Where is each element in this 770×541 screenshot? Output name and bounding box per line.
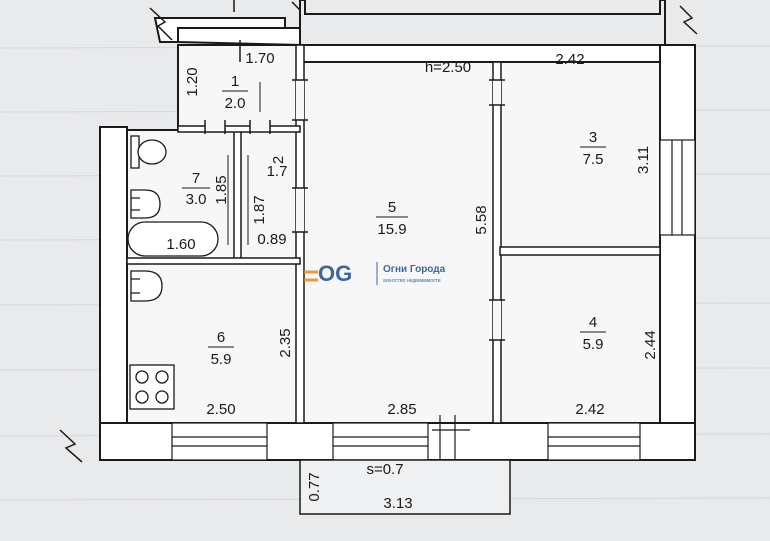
fixtures [127,135,219,410]
balcony [299,459,511,515]
dim-r2-depth: 1.87 [251,195,268,224]
dim-r2-width: 0.89 [257,231,286,248]
dim-balcony-width: 3.13 [383,495,412,512]
dim-r6-depth: 2.35 [277,328,294,357]
dimension-lines [227,82,261,245]
break-marks [59,1,698,463]
dim-r5-depth: 5.58 [473,205,490,234]
dim-r3-depth: 3.11 [635,146,652,174]
room-1-area: 2.0 [225,95,246,112]
room-3-floor [499,61,661,250]
room-4-floor [499,252,661,424]
room-labels: 1 2.0 2 1.7 7 3.0 5 15.9 3 7.5 4 5.9 6 5… [182,73,606,368]
room-5-floor [301,61,496,424]
sink-icon [130,270,163,302]
watermark-tagline: агентство недвижимости [383,278,441,284]
door-marks [204,0,505,341]
room-1-number: 1 [231,73,239,90]
room-5-number: 5 [388,199,396,216]
room-3-number: 3 [589,129,597,146]
room-3-area: 7.5 [583,151,604,168]
room-2-area: 1.7 [267,163,288,180]
dim-r7-height: 1.85 [213,175,230,204]
stove-icon [129,364,175,410]
room-6-area: 5.9 [211,351,232,368]
room-5-area: 15.9 [377,221,406,238]
room-2-number: 2 [270,156,287,164]
dim-r1-depth: 1.20 [184,67,201,96]
room-7-number: 7 [192,170,200,187]
room-7-area: 3.0 [186,191,207,208]
windows [171,139,696,461]
watermark-logo: OG [318,261,352,286]
dimension-labels: h=2.50 1.70 1.20 1.87 0.89 1.85 1.60 2.4… [166,50,659,512]
ceiling-height-label: h=2.50 [425,59,471,76]
watermark-name: Огни Города [383,264,446,275]
dim-r4-width: 2.42 [575,401,604,418]
room-4-area: 5.9 [583,336,604,353]
partition-walls [126,44,661,424]
dim-r7-width: 1.60 [166,236,195,253]
balcony-area: s=0.7 [366,461,403,478]
dim-r3-width: 2.42 [555,51,584,68]
dim-r4-depth: 2.44 [642,330,659,359]
room-4-number: 4 [589,314,597,331]
dim-balcony-depth: 0.77 [306,472,323,501]
room-1-floor [177,44,301,131]
bathtub-icon [127,189,219,257]
dim-r5-width: 2.85 [387,401,416,418]
room-6-number: 6 [217,329,225,346]
toilet-icon [130,135,167,169]
watermark: OG Огни Города агентство недвижимости [304,261,446,286]
dim-r1-width: 1.70 [245,50,274,67]
dim-r6-width: 2.50 [206,401,235,418]
